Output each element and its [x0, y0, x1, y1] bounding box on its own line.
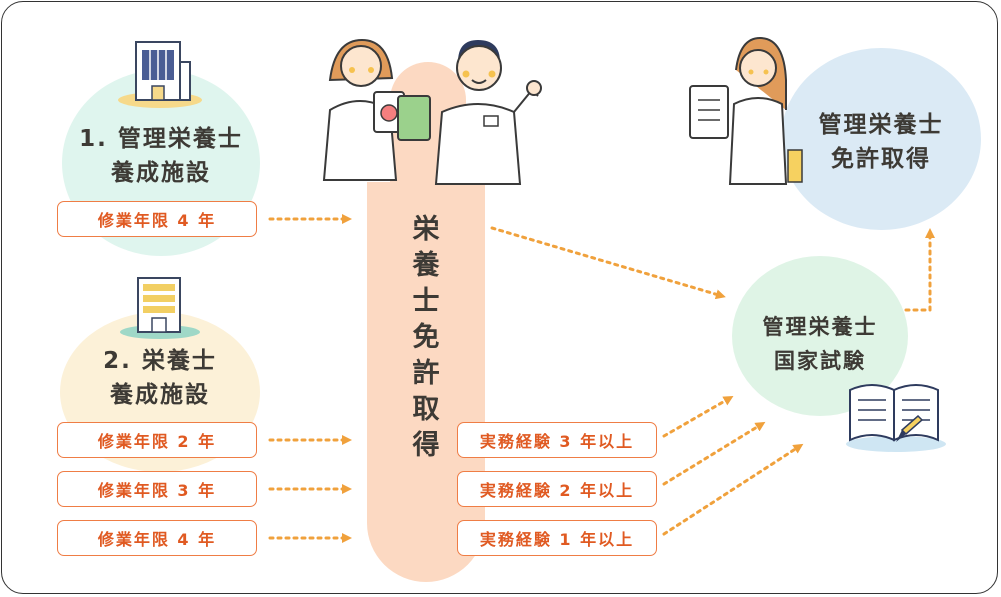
license-title-line1: 管理栄養士 [818, 112, 944, 138]
nurse-holding-apple-sign-icon [322, 38, 431, 181]
arrow-experience-1-to-exam [662, 443, 804, 536]
pencil-icon [896, 414, 924, 442]
arrow-exam-to-license [904, 228, 935, 312]
arrow-experience-2-to-exam [662, 421, 766, 486]
license-column-char: 取 [412, 394, 440, 425]
facility2-duration-pill: 修業年限 3 年 [57, 471, 257, 507]
license-column-char: 許 [412, 358, 440, 389]
facility1-title-line2: 養成施設 [111, 160, 211, 186]
facility1-duration-pill: 修業年限 4 年 [57, 201, 257, 237]
facility2-duration-pill: 修業年限 4 年 [57, 520, 257, 556]
experience-pill: 実務経験 3 年以上 [457, 422, 657, 458]
license-circle [781, 48, 981, 230]
facility2-title-line1: 2. 栄養士 [103, 348, 217, 374]
license-column-char: 養 [412, 250, 440, 281]
building-icon [120, 277, 200, 339]
exam-title-line2: 国家試験 [774, 349, 866, 373]
exam-title: 管理栄養士 国家試験 [732, 310, 908, 378]
open-book-icon [846, 384, 946, 452]
facility1-title: 1. 管理栄養士 養成施設 [62, 122, 260, 190]
license-title-line2: 免許取得 [831, 146, 931, 172]
facility2-duration-pill: 修業年限 2 年 [57, 422, 257, 458]
arrow-column-to-exam [490, 226, 726, 300]
facility2-title: 2. 栄養士 養成施設 [60, 344, 260, 412]
experience-pill: 実務経験 1 年以上 [457, 520, 657, 556]
license-column-label: 栄 養 士 免 許 取 得 [400, 212, 452, 464]
arrow-experience-3-to-exam [662, 396, 734, 438]
facility1-title-line1: 1. 管理栄養士 [79, 126, 243, 152]
license-title: 管理栄養士 免許取得 [781, 108, 981, 176]
woman-with-clipboard-icon [689, 36, 803, 185]
man-in-white-coat-icon [434, 40, 542, 185]
experience-pill: 実務経験 2 年以上 [457, 471, 657, 507]
license-column-char: 得 [412, 430, 440, 461]
facility2-title-line2: 養成施設 [110, 382, 210, 408]
exam-title-line1: 管理栄養士 [762, 315, 878, 339]
license-column [367, 182, 485, 582]
license-column-char: 士 [412, 286, 440, 317]
license-column-char: 免 [412, 322, 440, 353]
license-column-char: 栄 [412, 214, 440, 245]
building-icon [118, 41, 202, 108]
